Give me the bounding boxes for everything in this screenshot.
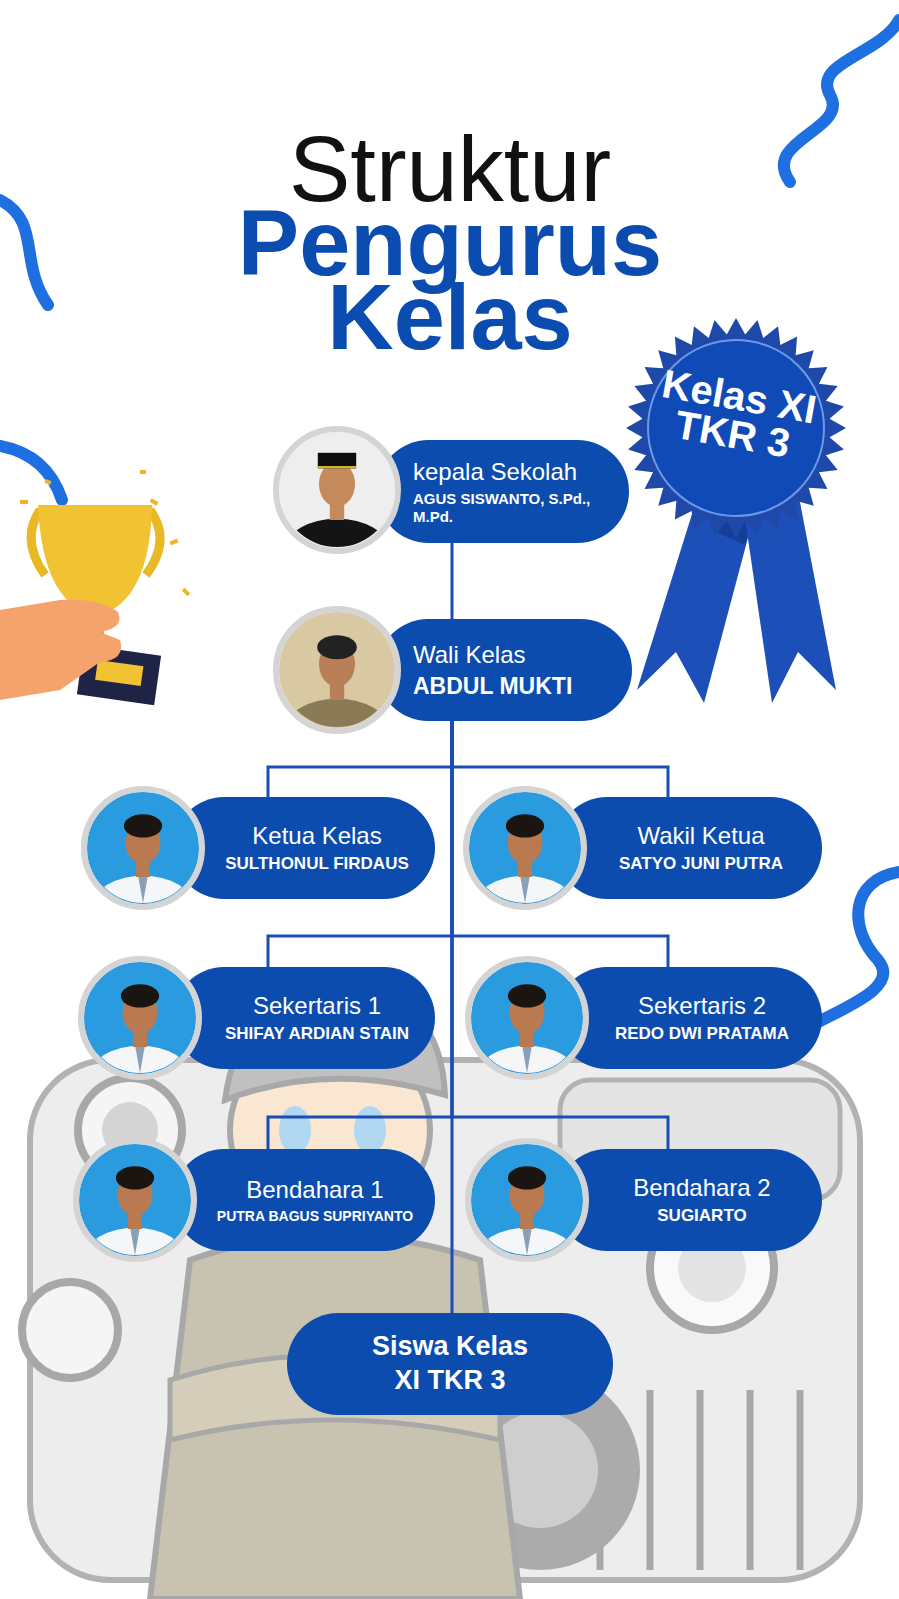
pill-box — [377, 619, 632, 721]
role-heading: Ketua Kelas — [206, 821, 428, 851]
role-heading: Sekertaris 2 — [590, 991, 814, 1021]
member-name: SHIFAY ARDIAN STAIN — [206, 1024, 428, 1044]
role-heading: kepala Sekolah — [413, 457, 621, 487]
member-photo — [80, 785, 206, 911]
connector-line — [452, 721, 668, 1149]
member-name: SATYO JUNI PUTRA — [588, 854, 814, 874]
member-text-box: kepala SekolahAGUS SISWANTO, S.Pd., M.Pd… — [413, 457, 621, 526]
member-photo — [464, 955, 590, 1081]
member-photo — [272, 605, 402, 735]
member-photo — [72, 1137, 198, 1263]
member-name: SUGIARTO — [590, 1206, 814, 1226]
trophy-illustration — [0, 470, 190, 705]
member-text-box: Wali KelasABDUL MUKTI — [413, 640, 625, 701]
role-heading: Wakil Ketua — [588, 821, 814, 851]
connector-line — [452, 721, 668, 797]
member-photo — [77, 955, 203, 1081]
member-name: SULTHONUL FIRDAUS — [206, 854, 428, 874]
streamer — [0, 20, 899, 1030]
member-photo — [272, 425, 402, 555]
class-badge: Kelas XI TKR 3 — [616, 308, 856, 548]
connector-line — [451, 543, 454, 619]
member-photo — [464, 1137, 590, 1263]
member-photo — [462, 785, 588, 911]
member-text-box: Wakil KetuaSATYO JUNI PUTRA — [588, 821, 814, 874]
member-name: REDO DWI PRATAMA — [590, 1024, 814, 1044]
role-heading: Sekertaris 1 — [206, 991, 428, 1021]
role-heading: Bendahara 2 — [590, 1173, 814, 1203]
member-name: ABDUL MUKTI — [413, 673, 625, 701]
role-heading: Bendahara 1 — [200, 1175, 430, 1205]
role-heading: Siswa Kelas XI TKR 3 — [360, 1330, 540, 1398]
member-name: AGUS SISWANTO, S.Pd., M.Pd. — [413, 490, 621, 526]
member-name: PUTRA BAGUS SUPRIYANTO — [200, 1208, 430, 1225]
connector-line — [268, 721, 452, 1149]
member-text-box: Ketua KelasSULTHONUL FIRDAUS — [206, 821, 428, 874]
connector-line — [268, 721, 452, 797]
member-text-box: Bendahara 2 SUGIARTO — [590, 1173, 814, 1226]
member-text-box: Bendahara 1 PUTRA BAGUS SUPRIYANTO — [200, 1175, 430, 1225]
diagram-title: Struktur Pengurus Kelas — [170, 132, 730, 354]
member-text-box: Siswa Kelas XI TKR 3 — [360, 1330, 540, 1398]
member-text-box: Sekertaris 2 REDO DWI PRATAMA — [590, 991, 814, 1044]
member-text-box: Sekertaris 1 SHIFAY ARDIAN STAIN — [206, 991, 428, 1044]
pill-box — [287, 1313, 613, 1415]
connector-line — [451, 721, 454, 1313]
role-heading: Wali Kelas — [413, 640, 625, 670]
